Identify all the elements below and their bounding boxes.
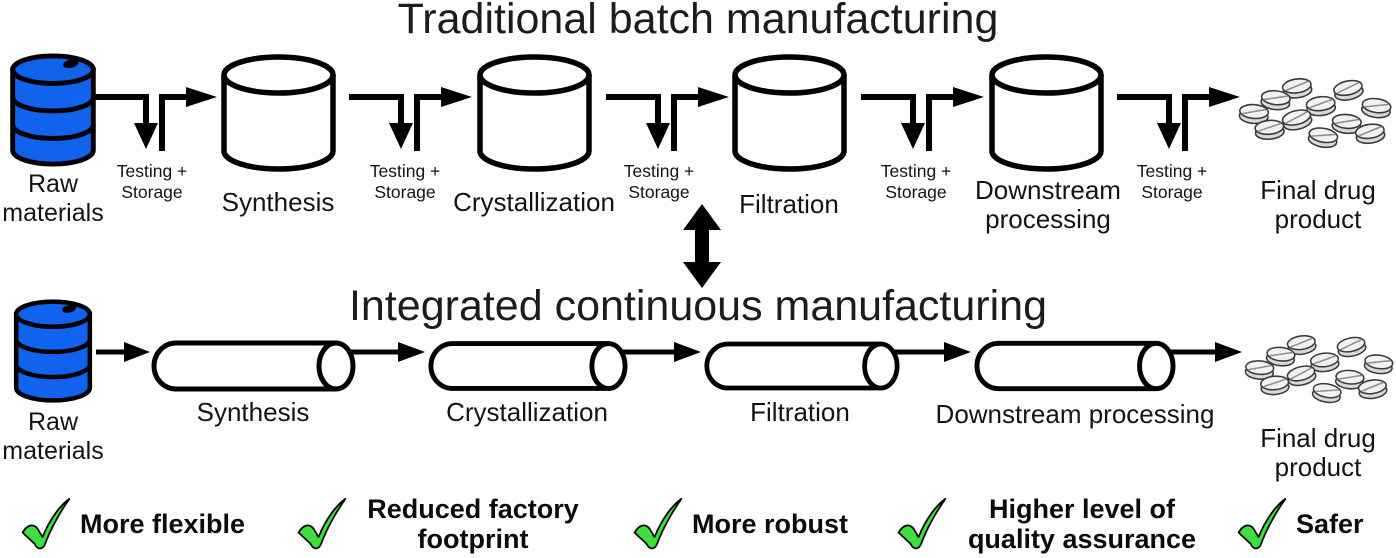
testing-storage-label: Testing + Storage [623,161,695,202]
batch-vessel-icon [731,54,848,172]
continuous-tube-icon [427,340,628,392]
compare-double-arrow-icon [683,204,721,288]
benefit-label: Reduced factory footprint [367,494,579,554]
continuous-tube-icon [703,340,900,392]
continuous-title: Integrated continuous manufacturing [348,282,1047,330]
drug-pills-icon [1238,78,1392,151]
testing-storage-flow-arrow-icon [1117,87,1242,153]
testing-storage-label: Testing + Storage [116,161,188,202]
batch-stage-label: Synthesis [221,187,335,217]
benefit-item: Safer [1236,492,1364,556]
testing-storage-label: Testing + Storage [369,161,441,202]
benefit-label: Safer [1296,509,1364,539]
benefit-label: More flexible [80,509,246,539]
check-icon [21,498,71,550]
testing-storage-flow-arrow-icon [606,87,731,153]
benefit-label: Higher level of quality assurance [967,494,1197,554]
batch-vessel-icon [988,54,1105,172]
continuous-stage-label: Filtration [750,397,850,427]
benefit-item: Reduced factory footprint [296,492,590,556]
continuous-stage-label: Downstream processing [935,399,1215,429]
continuous-tube-icon [150,340,356,392]
batch-source-label: Raw materials [2,170,104,227]
batch-product-label: Final drug product [1260,175,1376,234]
check-icon [1237,498,1287,550]
continuous-source-label: Raw materials [2,408,104,465]
benefit-label: More robust [692,509,849,539]
continuous-product-label: Final drug product [1260,423,1376,482]
batch-vessel-icon [476,54,593,172]
check-icon [633,498,683,550]
benefit-item: More flexible [20,492,245,556]
check-icon [297,498,347,550]
raw-materials-barrel-icon [10,298,96,404]
continuous-tube-icon [973,340,1176,392]
testing-storage-flow-arrow-icon [94,87,219,153]
batch-title: Traditional batch manufacturing [397,0,999,43]
batch-vessel-icon [220,54,337,172]
drug-pills-icon [1244,335,1394,406]
check-icon [897,498,947,550]
continuous-stage-label: Synthesis [196,397,310,427]
flow-arrow-icon [96,342,150,362]
benefit-item: Higher level of quality assurance [896,492,1208,556]
raw-materials-barrel-icon [8,52,98,168]
batch-stage-label: Downstream processing [975,175,1121,234]
testing-storage-label: Testing + Storage [880,161,952,202]
testing-storage-flow-arrow-icon [861,87,986,153]
benefit-item: More robust [632,492,848,556]
batch-stage-label: Crystallization [453,187,615,217]
testing-storage-label: Testing + Storage [1136,161,1208,202]
continuous-stage-label: Crystallization [446,397,608,427]
batch-stage-label: Filtration [739,189,839,219]
testing-storage-flow-arrow-icon [349,87,474,153]
